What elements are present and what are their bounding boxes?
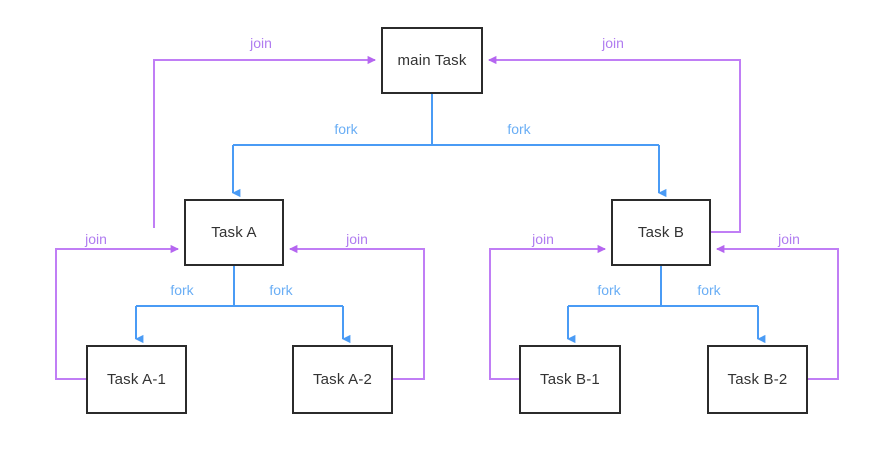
node-label-a: Task A [211, 224, 257, 241]
edge-label-fork-a-a1: fork [170, 282, 194, 298]
edge-label-fork-b-b2: fork [697, 282, 721, 298]
node-label-b1: Task B-1 [540, 371, 600, 388]
edge-label-join-a2-a: join [346, 231, 368, 247]
node-a[interactable]: Task A [184, 199, 284, 266]
edge-label-fork-main-b: fork [507, 121, 531, 137]
edge-label-join-b1-b: join [532, 231, 554, 247]
node-a1[interactable]: Task A-1 [86, 345, 187, 414]
node-a2[interactable]: Task A-2 [292, 345, 393, 414]
node-b1[interactable]: Task B-1 [519, 345, 621, 414]
edge-label-fork-b-b1: fork [597, 282, 621, 298]
edge-label-join-a-main: join [250, 35, 272, 51]
node-b[interactable]: Task B [611, 199, 711, 266]
edge-label-fork-main-a: fork [334, 121, 358, 137]
edge-join-a-to-main [153, 55, 376, 228]
edge-join-b2-to-b [716, 244, 839, 380]
node-b2[interactable]: Task B-2 [707, 345, 808, 414]
edge-label-join-a1-a: join [85, 231, 107, 247]
edge-label-join-b2-b: join [778, 231, 800, 247]
edge-label-fork-a-a2: fork [269, 282, 293, 298]
node-label-b2: Task B-2 [727, 371, 788, 388]
node-label-a2: Task A-2 [312, 371, 373, 388]
edge-join-b-to-main [488, 55, 741, 233]
edge-join-b1-to-b [489, 244, 606, 380]
node-label-a1: Task A-1 [106, 371, 167, 388]
edge-label-join-b-main: join [602, 35, 624, 51]
edge-join-a1-to-a [55, 244, 179, 380]
edge-join-a2-to-a [289, 244, 425, 380]
node-label-b: Task B [637, 224, 685, 241]
node-label-main: main Task [397, 52, 467, 69]
node-main[interactable]: main Task [381, 27, 483, 94]
